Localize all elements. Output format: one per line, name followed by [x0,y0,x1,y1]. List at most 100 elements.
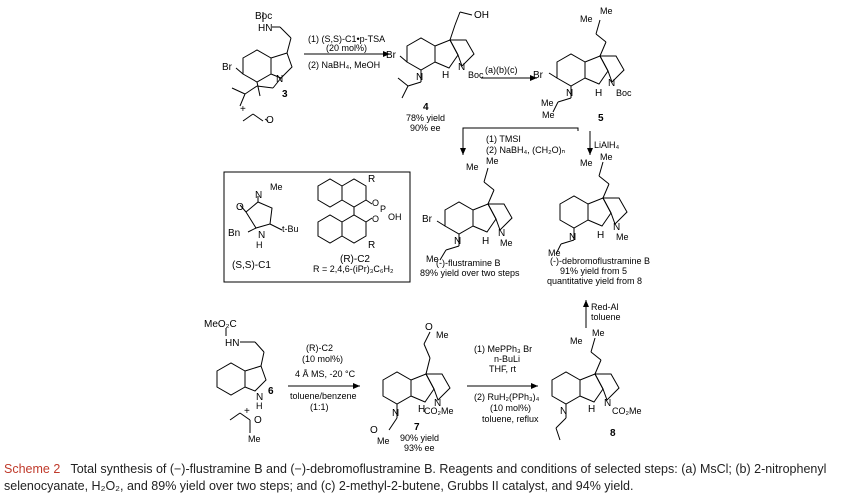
arrow6-line3: 4 Å MS, -20 °C [295,369,356,379]
scheme-label: Scheme 2 [4,462,61,476]
c7-h: H [418,404,425,415]
fl-me2: Me [486,156,499,166]
catalyst-box-border [223,171,411,283]
c4-n: N [416,72,423,83]
fl-me3: Me [426,254,439,264]
arrow7-line6: toluene, reflux [482,414,539,424]
c5-me3: Me [541,98,554,108]
fl-me-n: Me [500,238,513,248]
arrow1-line1: (1) (S,S)-C1•p-TSA [308,34,385,44]
reaction-scheme: Boc HN Br N 3 + O (1) (S,S)-C1•p-TSA (20… [204,6,650,453]
caption-text: Total synthesis of (−)-flustramine B and… [4,462,827,493]
c8-me2: Me [592,328,605,338]
arrow7-line4: (2) RuH₂(PPh₃)₄ [474,392,540,402]
c7-me2: Me [377,436,390,446]
arrow3-line1: (1) TMSI [486,134,521,144]
box-me: Me [270,182,283,192]
debromo-yield2: quantitative yield from 8 [547,276,642,286]
n-label: N [276,74,283,85]
box-oh: OH [388,212,402,222]
c7-n: N [392,408,399,419]
arrow7-line3: THF, rt [489,364,516,374]
br-label: Br [222,62,233,73]
scheme-caption: Scheme 2 Total synthesis of (−)-flustram… [4,461,856,495]
compound-8-structure [551,337,620,441]
o-label: O [266,115,274,126]
c7-ee: 93% ee [404,443,435,453]
box-c1-label: (S,S)-C1 [232,260,271,271]
compound-3-structure [231,12,293,122]
c4-br: Br [386,50,397,61]
c4-boc: Boc [468,70,484,80]
arrow3-line2: (2) NaBH₄, (CH₂O)ₙ [486,145,566,155]
c8-n: N [560,406,567,417]
fl-br: Br [422,214,433,225]
c8-me1: Me [570,336,583,346]
arrow1-line3: (2) NaBH₄, MeOH [308,60,380,70]
box-p: P [380,204,386,214]
arrow6-line5: (1:1) [310,402,329,412]
box-o1: O [372,198,379,208]
compound-3-number: 3 [282,89,288,100]
box-tbu: t-Bu [282,224,299,234]
c7-yield: 90% yield [400,433,439,443]
arrow5-line1: Red-Al [591,302,619,312]
flustramine-yield: 89% yield over two steps [420,268,520,278]
arrow7-line1: (1) MePPh₃ Br [474,344,532,354]
c6-n: N [256,392,263,403]
c4-oh: OH [474,10,489,21]
c6-hn: HN [225,338,239,349]
box-h: H [256,240,263,250]
arrow6-line4: toluene/benzene [290,391,357,401]
plus-sign: + [240,104,246,115]
c4-h: H [442,70,449,81]
c4-n-boc: N [458,62,465,73]
box-o2: O [372,214,379,224]
db-me3: Me [548,248,561,258]
db-n: N [569,232,576,243]
c4-ee: 90% ee [410,123,441,133]
compound-4-number: 4 [423,102,429,113]
c7-o2: O [370,425,378,436]
arrow4-label: LiAlH₄ [594,140,620,150]
c6-plus: + [244,406,250,417]
c6-o: O [254,415,262,426]
flustramine-structure [436,167,513,261]
c7-me1: Me [436,330,449,340]
db-me-n: Me [616,232,629,242]
c5-br: Br [533,70,544,81]
arrow7-line2: n-BuLi [494,354,520,364]
fl-n-me: N [498,228,505,239]
arrow6-line1: (R)-C2 [306,343,333,353]
arrow2-label: (a)(b)(c) [485,65,518,75]
compound-8-number: 8 [610,428,616,439]
box-c2-label: (R)-C2 [340,254,370,265]
box-r2: R [368,240,375,251]
compound-7-number: 7 [414,422,420,433]
c8-n-co2me: N [604,398,611,409]
c6-me: Me [248,434,261,444]
c5-h: H [595,88,602,99]
db-n-me: N [613,222,620,233]
box-nh: N [258,230,265,241]
arrow1-line2: (20 mol%) [326,43,367,53]
compound-5-structure [548,19,625,113]
catalyst-c1-structure [239,196,283,233]
debromo-yield1: 91% yield from 5 [560,266,627,276]
c5-boc: Boc [616,88,632,98]
fl-n: N [454,236,461,247]
c7-n-co2me: N [434,398,441,409]
c5-n-boc: N [608,78,615,89]
compound-6-structure [216,328,267,433]
catalyst-c2-structure [317,178,373,244]
debromo-structure [555,161,628,255]
compound-5-number: 5 [598,113,604,124]
c8-h: H [588,404,595,415]
c5-me2: Me [600,6,613,16]
box-r1: R [368,174,375,185]
box-c2-sub: R = 2,4,6-(iPr)₃C₆H₂ [313,264,394,274]
c7-co2me: CO₂Me [424,406,454,416]
box-o: O [236,202,244,213]
fl-me1: Me [466,162,479,172]
hn-label: HN [258,23,272,34]
